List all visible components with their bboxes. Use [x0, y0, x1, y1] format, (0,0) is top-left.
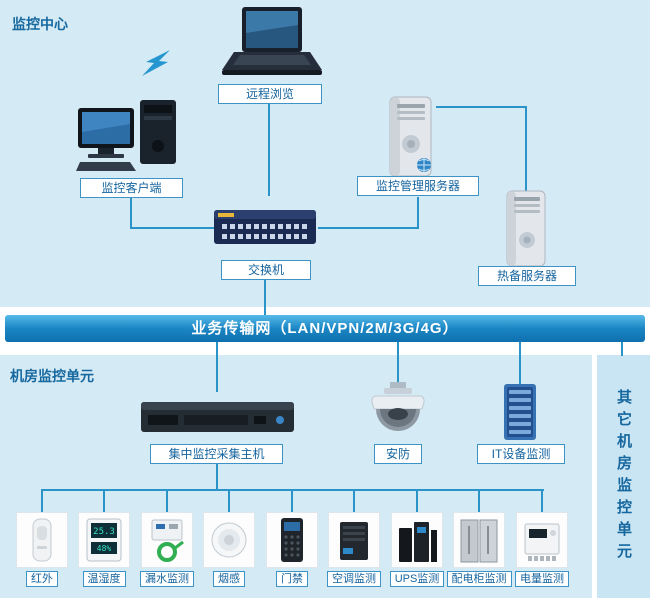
- sensor-label: 配电柜监测: [446, 571, 512, 587]
- pir-sensor-icon: [16, 512, 68, 568]
- node-monitor-client-label: 监控客户端: [80, 178, 183, 198]
- sensor-ups-monitor: UPS监测: [385, 512, 449, 587]
- sensor-label: 红外: [26, 571, 58, 587]
- tower-server-icon: [502, 190, 550, 273]
- connector-line: [417, 197, 419, 229]
- lightning-icon: [140, 50, 174, 85]
- laptop-icon: [214, 4, 326, 87]
- connector-line: [621, 342, 623, 356]
- power-meter-icon: [516, 512, 568, 568]
- power-cabinet-icon: [453, 512, 505, 568]
- monitoring-center-title: 监控中心: [12, 16, 68, 32]
- sensor-water-leak: 漏水监测: [135, 512, 199, 587]
- server-rack-icon: [494, 382, 546, 447]
- connector-line: [541, 489, 543, 513]
- tower-server-icon: [383, 96, 438, 183]
- sensor-access-control: 门禁: [260, 512, 324, 587]
- node-mgmt-server-label: 监控管理服务器: [357, 176, 479, 196]
- connector-line: [41, 489, 43, 513]
- node-switch-label: 交换机: [221, 260, 311, 280]
- temp-reading: 25.3: [93, 527, 115, 537]
- switch-icon: [212, 196, 318, 261]
- connector-line: [166, 489, 168, 513]
- node-it-monitor-label: IT设备监测: [477, 444, 565, 464]
- ups-icon: [391, 512, 443, 568]
- sensor-aircon-monitor: 空调监测: [322, 512, 386, 587]
- node-collector-host-label: 集中监控采集主机: [150, 444, 283, 464]
- rack-host-icon: [140, 392, 295, 445]
- sensor-label: 漏水监测: [140, 571, 194, 587]
- connector-line: [42, 489, 544, 491]
- connector-line: [228, 489, 230, 513]
- connector-line: [268, 104, 270, 196]
- connector-line: [216, 464, 218, 490]
- sensor-label: 电量监测: [515, 571, 569, 587]
- connector-line: [353, 489, 355, 513]
- other-units-panel: 其它机房监控单元: [597, 355, 650, 598]
- node-hot-standby-label: 热备服务器: [478, 266, 576, 286]
- node-security-label: 安防: [374, 444, 422, 464]
- connector-line: [478, 489, 480, 513]
- sensor-temp-humidity: 25.3 48% 温湿度: [72, 512, 136, 587]
- room-unit-title: 机房监控单元: [10, 368, 94, 384]
- connector-line: [519, 342, 521, 386]
- connector-line: [103, 489, 105, 513]
- humidity-reading: 48%: [97, 544, 112, 553]
- sensor-label: 门禁: [276, 571, 308, 587]
- desktop-computer-icon: [76, 96, 184, 181]
- sensor-label: 温湿度: [82, 571, 126, 587]
- other-units-label: 其它机房监控单元: [615, 388, 632, 565]
- sensor-infrared: 红外: [10, 512, 74, 587]
- thermo-hygrometer-icon: 25.3 48%: [78, 512, 130, 568]
- water-leak-sensor-icon: [141, 512, 193, 568]
- smoke-detector-icon: [203, 512, 255, 568]
- sensor-smoke: 烟感: [197, 512, 261, 587]
- sensor-label: 烟感: [213, 571, 245, 587]
- connector-line: [397, 342, 399, 386]
- dome-camera-icon: [366, 382, 430, 447]
- connector-line: [525, 106, 527, 192]
- connector-line: [291, 489, 293, 513]
- connector-line: [264, 280, 266, 316]
- connector-line: [318, 227, 418, 229]
- connector-line: [216, 342, 218, 392]
- connector-line: [416, 489, 418, 513]
- connector-line: [130, 227, 214, 229]
- transmission-network-bar: 业务传输网（LAN/VPN/2M/3G/4G）: [5, 315, 645, 342]
- sensor-label: UPS监测: [389, 571, 445, 587]
- sensor-power-cabinet-monitor: 配电柜监测: [446, 512, 512, 587]
- air-conditioner-monitor-icon: [328, 512, 380, 568]
- sensor-power-meter: 电量监测: [510, 512, 574, 587]
- sensor-label: 空调监测: [327, 571, 381, 587]
- connector-line: [130, 198, 132, 229]
- connector-line: [436, 106, 526, 108]
- node-remote-browse-label: 远程浏览: [218, 84, 322, 104]
- access-control-icon: [266, 512, 318, 568]
